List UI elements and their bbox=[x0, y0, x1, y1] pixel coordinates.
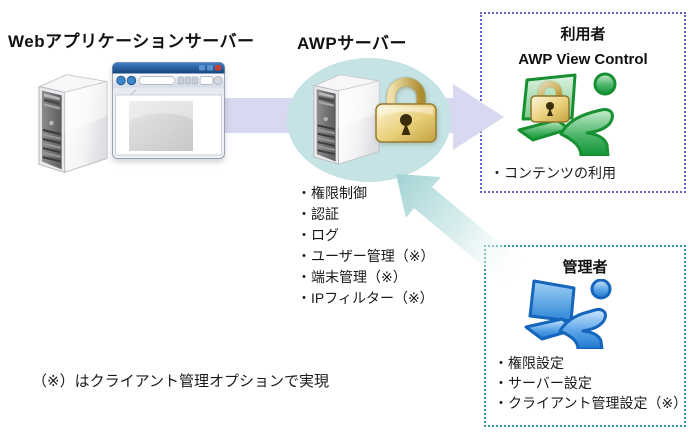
awp-feature-list: ・権限制御・認証・ログ・ユーザー管理（※） ・端末管理（※） ・IPフィルター（※） bbox=[297, 183, 434, 309]
list-item: ・権限制御 bbox=[297, 185, 367, 201]
gold-padlock-icon bbox=[375, 76, 437, 143]
search-box-icon bbox=[199, 76, 214, 85]
user-box-items: ・コンテンツの利用 bbox=[490, 163, 616, 183]
awp-server-title: AWPサーバー bbox=[297, 34, 408, 53]
user-box-title: 利用者 bbox=[560, 26, 606, 43]
footnote: （※）はクライアント管理オプションで実現 bbox=[32, 373, 329, 390]
list-item: ・権限設定 bbox=[494, 355, 564, 371]
small-padlock-icon bbox=[530, 80, 570, 123]
close-button-icon bbox=[215, 65, 221, 71]
forward-button-icon bbox=[126, 75, 137, 86]
address-bar-icon bbox=[138, 76, 176, 85]
admin-at-laptop-icon bbox=[524, 279, 612, 349]
admin-box: 管理者 ・権限設定・サーバー設定・クライアント管理設定（※） bbox=[484, 245, 687, 427]
awp-server-tower-icon bbox=[313, 74, 380, 165]
admin-box-title: 管理者 bbox=[562, 259, 608, 276]
list-item: ・ユーザー管理（※） bbox=[297, 248, 435, 264]
list-item: ・クライアント管理設定（※） bbox=[494, 395, 688, 411]
flow-arrow bbox=[222, 84, 504, 150]
user-box-subtitle: AWP View Control bbox=[518, 51, 648, 68]
awp-halo-circle bbox=[287, 58, 451, 182]
list-item: ・サーバー設定 bbox=[494, 375, 592, 391]
list-item: ・認証 bbox=[297, 206, 339, 222]
user-box: 利用者 AWP View Control bbox=[480, 12, 686, 193]
browser-window-icon bbox=[112, 62, 225, 159]
list-item: ・IPフィルター（※） bbox=[297, 290, 434, 306]
minimize-button-icon bbox=[199, 65, 205, 71]
list-item: ・ログ bbox=[297, 227, 339, 243]
maximize-button-icon bbox=[207, 65, 213, 71]
back-button-icon bbox=[116, 75, 126, 86]
list-item: ・コンテンツの利用 bbox=[490, 165, 616, 181]
web-app-server-title: Webアプリケーションサーバー bbox=[8, 32, 255, 51]
vent-slats bbox=[42, 128, 61, 163]
list-item: ・端末管理（※） bbox=[297, 269, 407, 285]
admin-box-items: ・権限設定・サーバー設定・クライアント管理設定（※） bbox=[494, 353, 687, 413]
user-at-computer-with-lock-icon bbox=[517, 72, 617, 156]
web-server-tower-icon bbox=[38, 74, 108, 174]
vent-slats bbox=[317, 124, 335, 156]
